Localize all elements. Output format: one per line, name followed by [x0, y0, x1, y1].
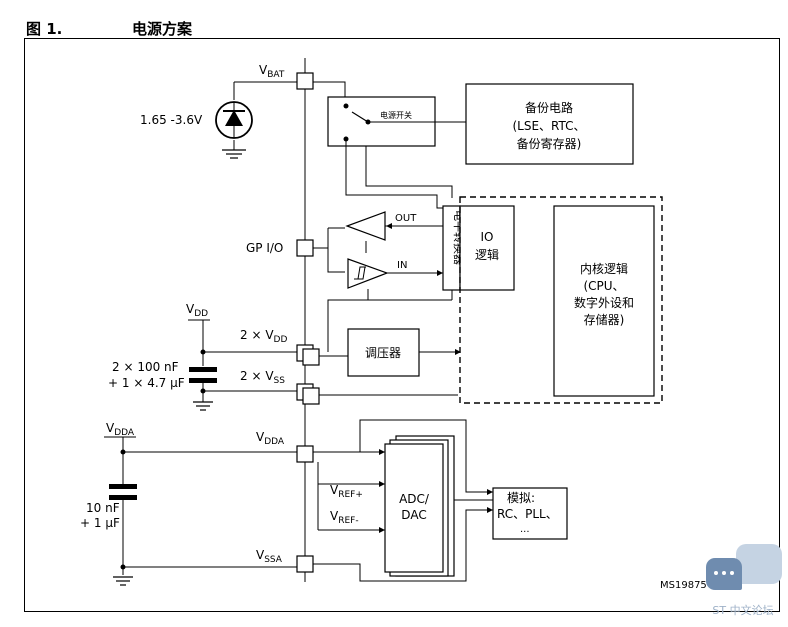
- vss-wiring: [203, 390, 458, 396]
- vdd-rail-label: VDD: [186, 302, 208, 319]
- vdd-domain-dashed: [459, 196, 663, 404]
- backup-circuit-box: 备份电路 (LSE、RTC、 备份寄存器): [465, 83, 634, 165]
- pin-vbat: [296, 72, 314, 90]
- two-vss-label: 2 × VSS: [240, 369, 285, 386]
- switch-vdd-wiring: [345, 139, 453, 209]
- main-cap-line1: 2 × 100 nF: [112, 360, 179, 374]
- power-switch-label: 电源开关: [380, 110, 412, 120]
- analog-capacitor: [109, 484, 137, 586]
- io-logic-box: IO 逻辑: [459, 205, 515, 291]
- input-buffer: IN: [347, 258, 443, 289]
- vssa-label: VSSA: [256, 548, 283, 565]
- chat-bubble-icon: [736, 544, 782, 584]
- two-vdd-label: 2 × VDD: [240, 328, 287, 345]
- vdda-rail-label: VDDA: [106, 421, 135, 438]
- analog-cap-line2: + 1 µF: [80, 516, 120, 530]
- pin-gpio: [296, 239, 314, 257]
- vdda-pin-label: VDDA: [256, 430, 285, 447]
- pin-vdda: [296, 445, 314, 463]
- pin-boxes: [296, 72, 320, 573]
- backup-circuit-line3: 备份寄存器): [517, 136, 582, 151]
- battery-range-label: 1.65 -3.6V: [140, 113, 203, 127]
- power-switch: 电源开关: [327, 96, 436, 147]
- figure-title: 电源方案: [132, 20, 193, 38]
- vref-minus-label: VREF-: [330, 509, 359, 526]
- regulator-label: 调压器: [365, 346, 401, 360]
- kernel-logic-box: 内核逻辑 (CPU、 数字外设和 存储器): [553, 205, 655, 397]
- adc-supply-wiring: [313, 419, 493, 582]
- out-label: OUT: [395, 213, 417, 224]
- buffer-supply-wiring: [327, 241, 453, 345]
- forum-watermark: ST 中文论坛: [702, 544, 784, 622]
- vref-plus-label: VREF+: [330, 483, 363, 500]
- vbat-label: VBAT: [259, 63, 285, 80]
- diagram-frame: [24, 38, 780, 612]
- pin-vdd-b: [302, 348, 320, 366]
- adc-dac-line2: DAC: [401, 508, 426, 522]
- analog-line3: ...: [520, 524, 530, 535]
- output-buffer: OUT: [345, 211, 443, 241]
- watermark-text: ST 中文论坛: [712, 604, 774, 617]
- pin-vssa: [296, 555, 314, 573]
- vdd-wiring: [188, 319, 348, 366]
- in-label: IN: [397, 260, 407, 271]
- regulator-box: 调压器: [347, 328, 420, 377]
- kernel-logic-line3: 数字外设和: [574, 295, 634, 310]
- figure-header: 图 1. 电源方案: [0, 0, 788, 40]
- io-logic-line1: IO: [481, 230, 494, 244]
- analog-cap-line1: 10 nF: [86, 501, 120, 515]
- gpio-wiring: [313, 227, 345, 273]
- io-logic-line2: 逻辑: [475, 248, 499, 262]
- main-cap-line2: + 1 × 4.7 µF: [108, 376, 185, 390]
- backup-circuit-line1: 备份电路: [525, 100, 573, 115]
- kernel-logic-line2: (CPU、: [583, 279, 624, 293]
- doc-id: MS19875V2: [660, 580, 720, 591]
- vdda-wiring: [104, 436, 297, 575]
- analog-line2: RC、PLL、: [497, 507, 558, 521]
- backup-circuit-line2: (LSE、RTC、: [512, 119, 585, 133]
- adc-dac-line1: ADC/: [399, 492, 430, 506]
- kernel-logic-line4: 存储器): [584, 312, 625, 327]
- pin-vss-b: [302, 387, 320, 405]
- adc-dac-stack: ADC/ DAC: [384, 435, 455, 577]
- battery-source: [215, 101, 253, 159]
- kernel-logic-line1: 内核逻辑: [580, 262, 628, 276]
- analog-box: 模拟: RC、PLL、 ...: [492, 487, 568, 540]
- analog-line1: 模拟:: [507, 491, 535, 505]
- gpio-label: GP I/O: [246, 241, 283, 255]
- figure-number: 图 1.: [26, 20, 63, 38]
